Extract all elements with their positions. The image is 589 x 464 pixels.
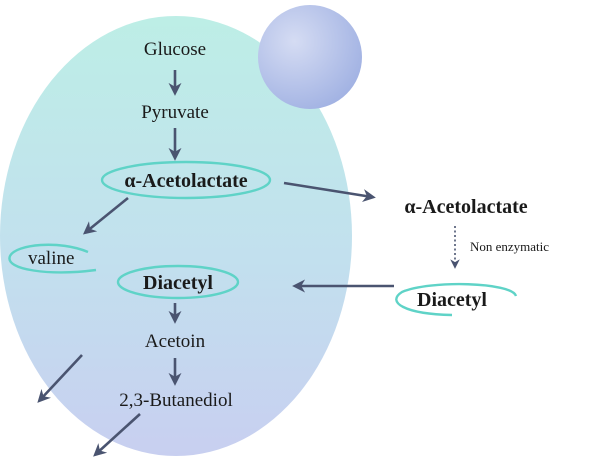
- node-diacetyl-extracellular: Diacetyl: [417, 289, 487, 311]
- node-glucose: Glucose: [144, 39, 206, 60]
- arrow-acetolactate-export: [283, 181, 376, 202]
- diacetyl-out-ring: [395, 282, 518, 317]
- yeast-bud: [258, 5, 362, 109]
- acetolactate-ring: [100, 160, 272, 200]
- yeast-cell: [0, 16, 352, 456]
- node-acetoin: Acetoin: [145, 331, 206, 352]
- arrow-butanediol-out: [93, 413, 141, 457]
- node-diacetyl-intracellular: Diacetyl: [143, 272, 213, 294]
- diacetyl-in-ring: [116, 264, 240, 300]
- arrow-acetoin-out: [37, 354, 83, 403]
- node-valine: valine: [28, 248, 74, 269]
- label-non-enzymatic: Non enzymatic: [470, 239, 549, 254]
- node-acetolactate-extracellular: α-Acetolactate: [404, 196, 527, 218]
- valine-ring: [8, 243, 97, 274]
- node-butanediol: 2,3-Butanediol: [119, 390, 232, 411]
- node-acetolactate-intracellular: α-Acetolactate: [124, 170, 247, 192]
- node-pyruvate: Pyruvate: [141, 102, 209, 123]
- arrow-acetolactate-valine: [82, 196, 129, 235]
